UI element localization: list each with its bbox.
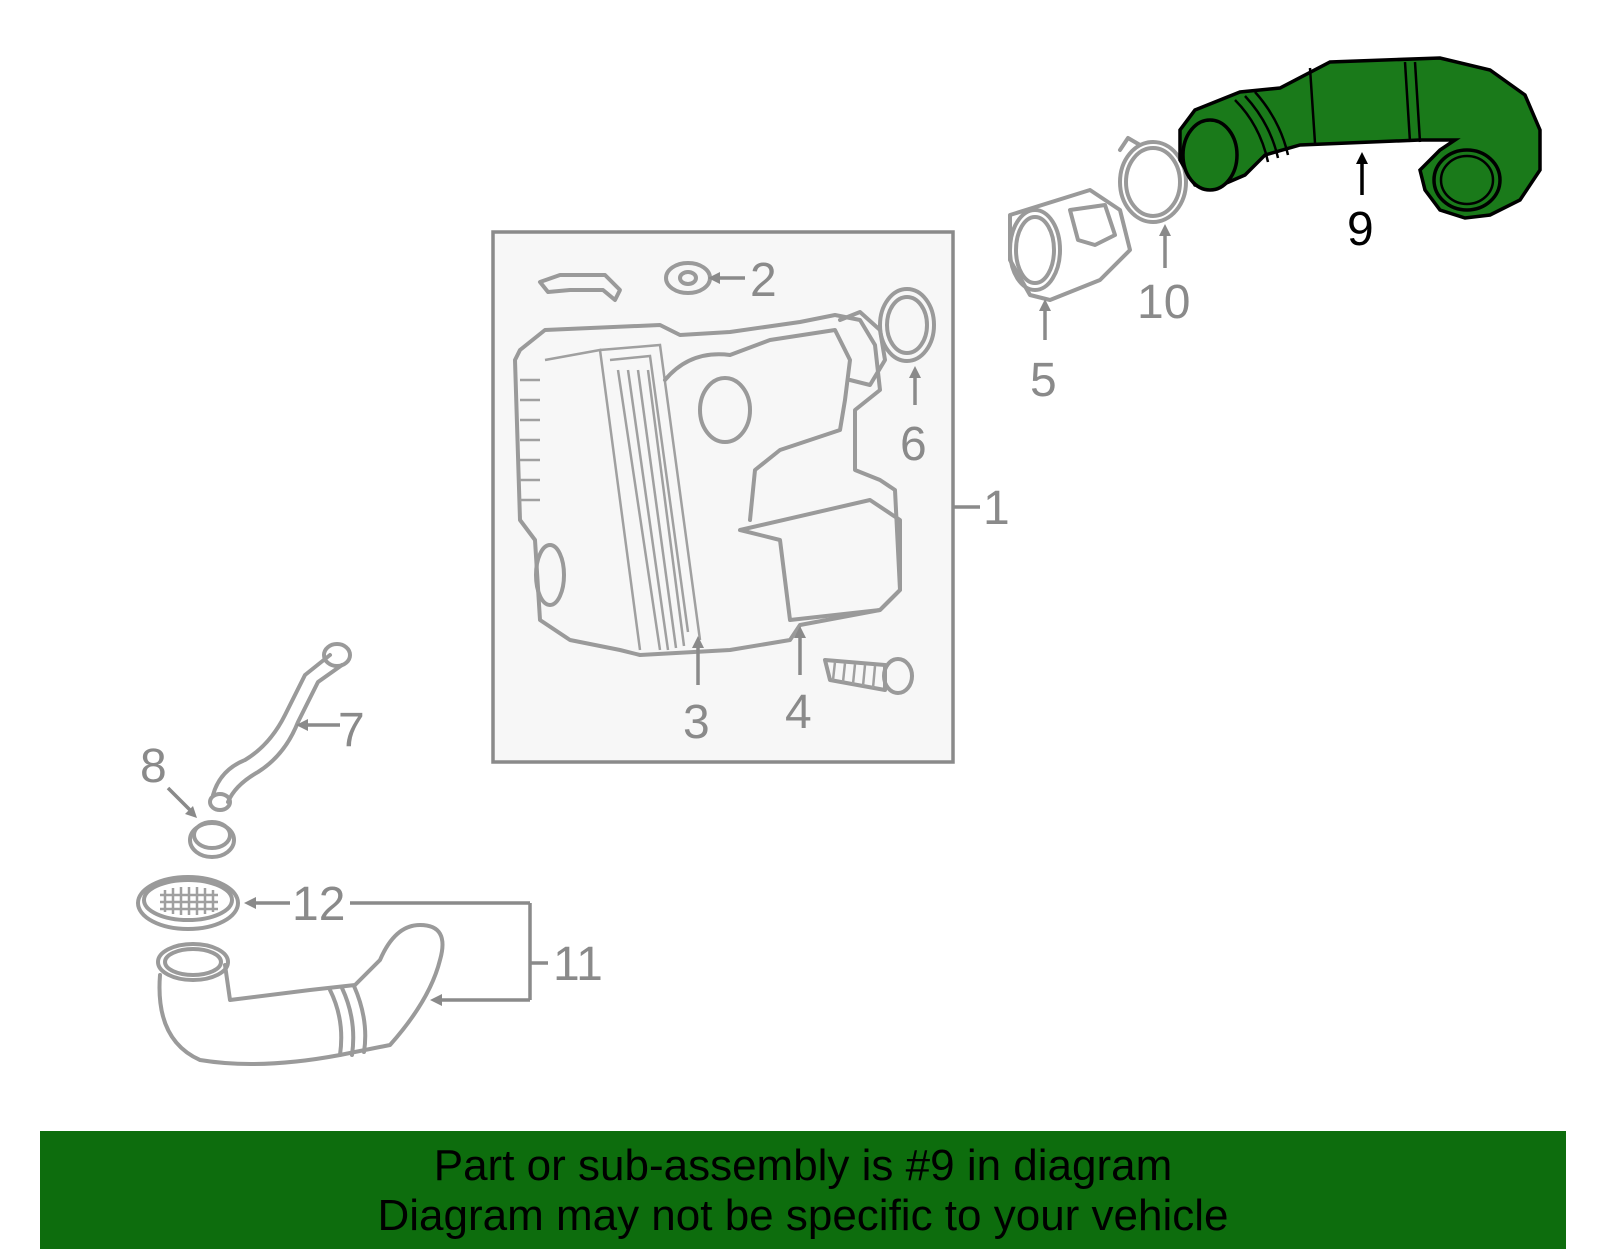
callout-5: 5 bbox=[1030, 354, 1057, 407]
callout-9: 9 bbox=[1347, 203, 1374, 256]
callout-10: 10 bbox=[1137, 276, 1190, 329]
callout-12: 12 bbox=[292, 878, 345, 931]
part-6-seal bbox=[878, 287, 936, 405]
part-11-duct bbox=[156, 901, 548, 1066]
callout-3: 3 bbox=[683, 696, 710, 749]
part-2-grommet bbox=[538, 261, 745, 302]
part-12-screen bbox=[136, 875, 290, 931]
callout-11: 11 bbox=[553, 938, 603, 991]
footer-banner: Part or sub-assembly is #9 in diagram Di… bbox=[40, 1131, 1566, 1249]
footer-line-2: Diagram may not be specific to your vehi… bbox=[377, 1191, 1229, 1240]
footer-line-1: Part or sub-assembly is #9 in diagram bbox=[433, 1141, 1173, 1190]
callout-4: 4 bbox=[785, 686, 812, 739]
part-5-sensor bbox=[1008, 188, 1132, 340]
air-cleaner-housing bbox=[513, 310, 902, 685]
callout-6: 6 bbox=[900, 418, 927, 471]
callout-8: 8 bbox=[140, 740, 167, 793]
part-9-intake-duct bbox=[1178, 56, 1542, 220]
part-8-clamp bbox=[166, 786, 236, 859]
part-7-hose bbox=[208, 642, 352, 812]
part-10-clamp bbox=[1118, 136, 1188, 268]
callout-2: 2 bbox=[750, 254, 777, 307]
air-cleaner-assembly-box bbox=[491, 230, 955, 764]
callout-1: 1 bbox=[983, 482, 1010, 535]
callout-7: 7 bbox=[338, 704, 365, 757]
bolt bbox=[823, 657, 914, 695]
